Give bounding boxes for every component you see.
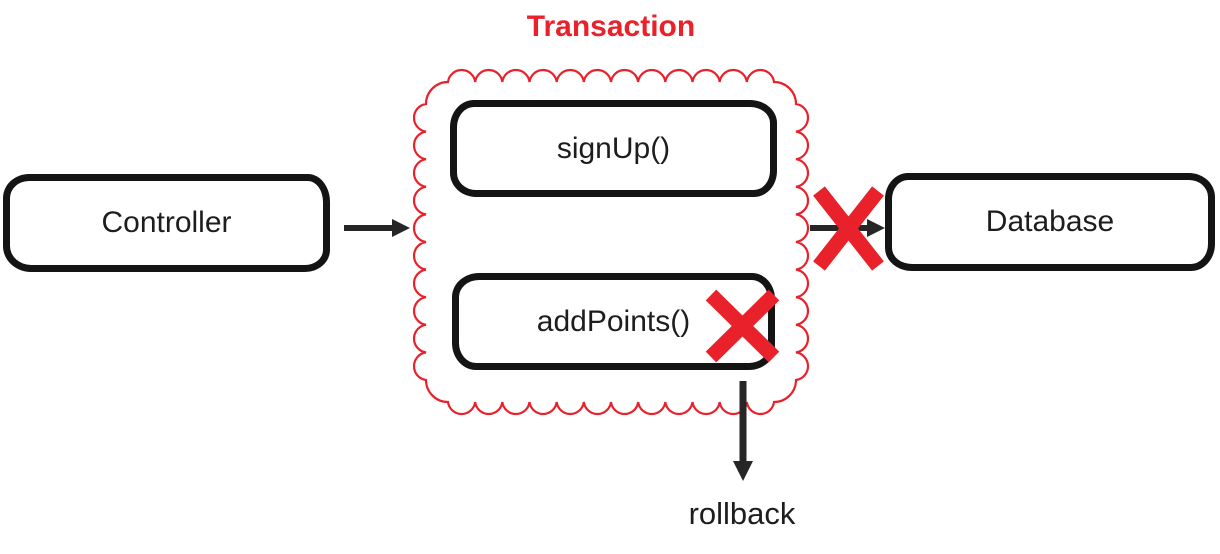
transaction-title: Transaction	[526, 10, 696, 43]
controller-label: Controller	[101, 206, 232, 239]
arrow-transaction-to-database-icon	[810, 219, 885, 237]
addpoints-label: addPoints()	[536, 304, 691, 338]
arrow-transaction-to-rollback-icon	[733, 381, 753, 481]
database-write-blocked-x-icon	[813, 186, 884, 271]
signup-label: signUp()	[556, 131, 671, 165]
rollback-label: rollback	[688, 496, 796, 531]
database-node: Database	[885, 173, 1215, 271]
signup-node: signUp()	[450, 100, 777, 197]
database-label: Database	[985, 205, 1115, 238]
arrow-controller-to-transaction-icon	[344, 219, 410, 237]
addpoints-node: addPoints()	[452, 273, 775, 370]
controller-node: Controller	[3, 174, 330, 272]
